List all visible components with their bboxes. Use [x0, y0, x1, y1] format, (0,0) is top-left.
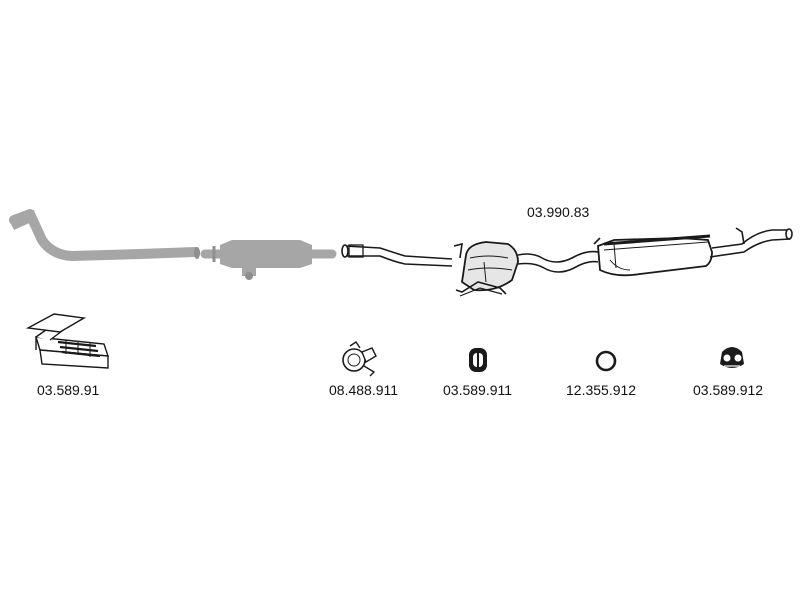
rubber-ring-icon	[595, 350, 617, 372]
rubber-mount-icon	[720, 347, 744, 368]
main-assembly-part-number: 03.990.83	[527, 204, 589, 220]
accessory-part-number: 12.355.912	[566, 382, 636, 398]
catalytic-converter-icon	[200, 240, 337, 280]
pipe-clamp-icon	[342, 341, 377, 377]
rubber-hanger-icon	[469, 348, 487, 372]
accessory-part-number: 08.488.911	[329, 382, 398, 398]
front-downpipe-icon	[9, 209, 200, 261]
accessory-part-number: 03.589.911	[443, 382, 512, 398]
rear-exhaust-pipe-with-muffler-icon	[341, 227, 793, 297]
mounting-kit-box-icon	[25, 313, 110, 369]
accessory-part-number: 03.589.91	[37, 382, 99, 398]
accessory-part-number: 03.589.912	[693, 382, 763, 398]
